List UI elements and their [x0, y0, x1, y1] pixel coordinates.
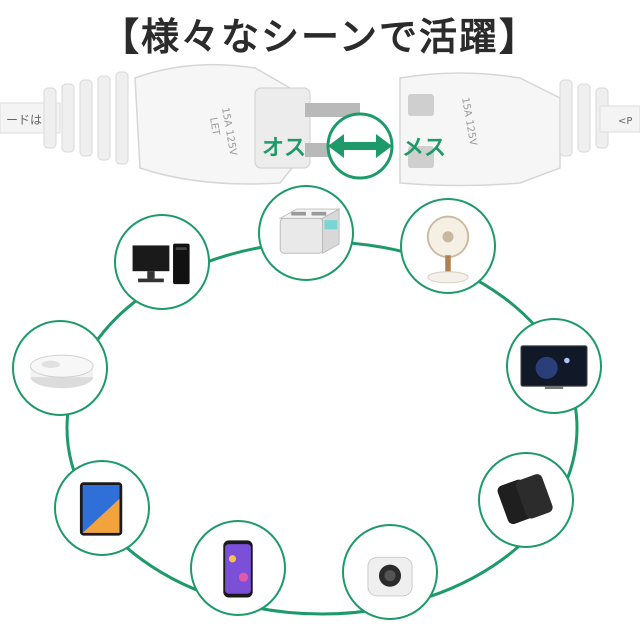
tablet-icon: [79, 482, 123, 536]
device-power-bank: [478, 452, 574, 548]
male-mark-1: LET: [207, 117, 221, 138]
device-tablet: [54, 460, 150, 556]
device-power-strip: [258, 185, 354, 281]
device-robot-vacuum: [12, 320, 108, 416]
female-label: メス: [402, 136, 447, 161]
smartphone-icon: [223, 540, 253, 598]
device-projector: [342, 524, 438, 620]
power-strip-icon: [278, 208, 341, 255]
double-arrow-icon: [328, 134, 392, 158]
device-television: [506, 318, 602, 414]
male-label: オス: [262, 136, 307, 161]
device-desk-fan: [400, 198, 496, 294]
power-bank-icon: [497, 474, 553, 525]
cord-text-left: ードは: [6, 113, 42, 127]
robot-vacuum-icon: [30, 354, 94, 389]
device-smartphone: [190, 520, 286, 616]
desk-fan-icon: [426, 215, 470, 284]
plug-illustration: ードは LET 15A 125V 15A 125V <P: [0, 63, 640, 187]
desktop-pc-icon: [132, 243, 190, 285]
television-icon: [520, 345, 588, 389]
cord-text-right: <P: [618, 116, 632, 127]
page-title: 【様々なシーンで活躍】: [100, 15, 540, 59]
projector-icon: [367, 556, 413, 597]
device-desktop-pc: [114, 214, 210, 310]
